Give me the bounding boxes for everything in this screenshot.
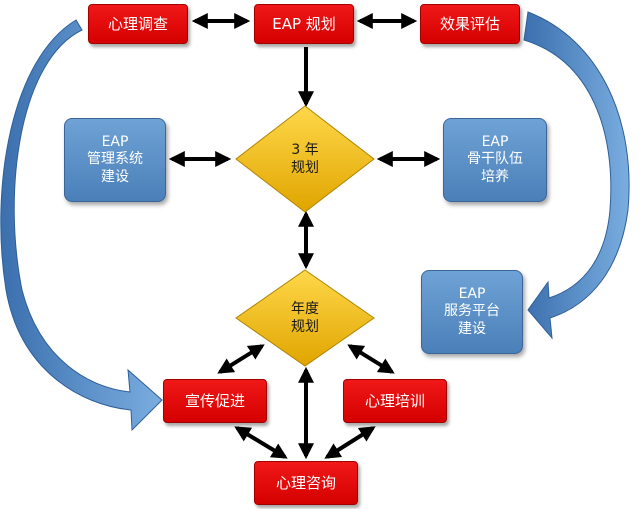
service-platform-line-1: EAP	[458, 285, 486, 302]
backbone-team-line-3: 培养	[481, 168, 509, 185]
consulting-box: 心理咨询	[254, 461, 358, 505]
management-system-box: EAP 管理系统 建设	[64, 118, 166, 202]
backbone-team-line-1: EAP	[481, 133, 509, 150]
training-box: 心理培训	[343, 379, 447, 423]
survey-box: 心理调查	[88, 4, 188, 44]
backbone-team-line-2: 骨干队伍	[467, 151, 523, 168]
promotion-box: 宣传促进	[163, 379, 267, 423]
connector-training-consulting	[324, 426, 376, 459]
annual-plan-line-2: 规划	[291, 319, 319, 335]
backbone-team-box: EAP 骨干队伍 培养	[443, 118, 547, 202]
consulting-label: 心理咨询	[275, 473, 336, 492]
promotion-label: 宣传促进	[184, 391, 245, 410]
annual-plan-line-1: 年度	[291, 300, 319, 317]
training-label: 心理培训	[364, 391, 425, 410]
service-platform-line-3: 建设	[458, 320, 486, 337]
management-system-line-2: 管理系统	[87, 151, 143, 168]
three-year-plan-line-2: 规划	[291, 160, 319, 176]
management-system-line-1: EAP	[101, 133, 129, 150]
survey-label: 心理调查	[107, 14, 168, 33]
connector-promotion-consulting	[234, 426, 288, 459]
three-year-plan-line-1: 3 年	[291, 141, 319, 158]
left-curved-arrow	[0, 19, 163, 432]
annual-plan-diamond	[235, 269, 375, 367]
annual-plan-label: 年度 规划	[255, 293, 355, 343]
service-platform-box: EAP 服务平台 建设	[421, 270, 523, 354]
right-curved-arrow	[523, 11, 630, 340]
three-year-plan-diamond	[235, 105, 375, 213]
evaluation-label: 效果评估	[439, 14, 500, 33]
connector-annual-training	[347, 344, 395, 374]
management-system-line-3: 建设	[101, 168, 129, 185]
eap-plan-label: EAP 规划	[272, 14, 336, 33]
eap-plan-box: EAP 规划	[254, 4, 354, 44]
evaluation-box: 效果评估	[420, 4, 520, 44]
three-year-plan-label: 3 年 规划	[255, 134, 355, 184]
service-platform-line-2: 服务平台	[444, 303, 500, 320]
connector-annual-promotion	[217, 344, 265, 374]
